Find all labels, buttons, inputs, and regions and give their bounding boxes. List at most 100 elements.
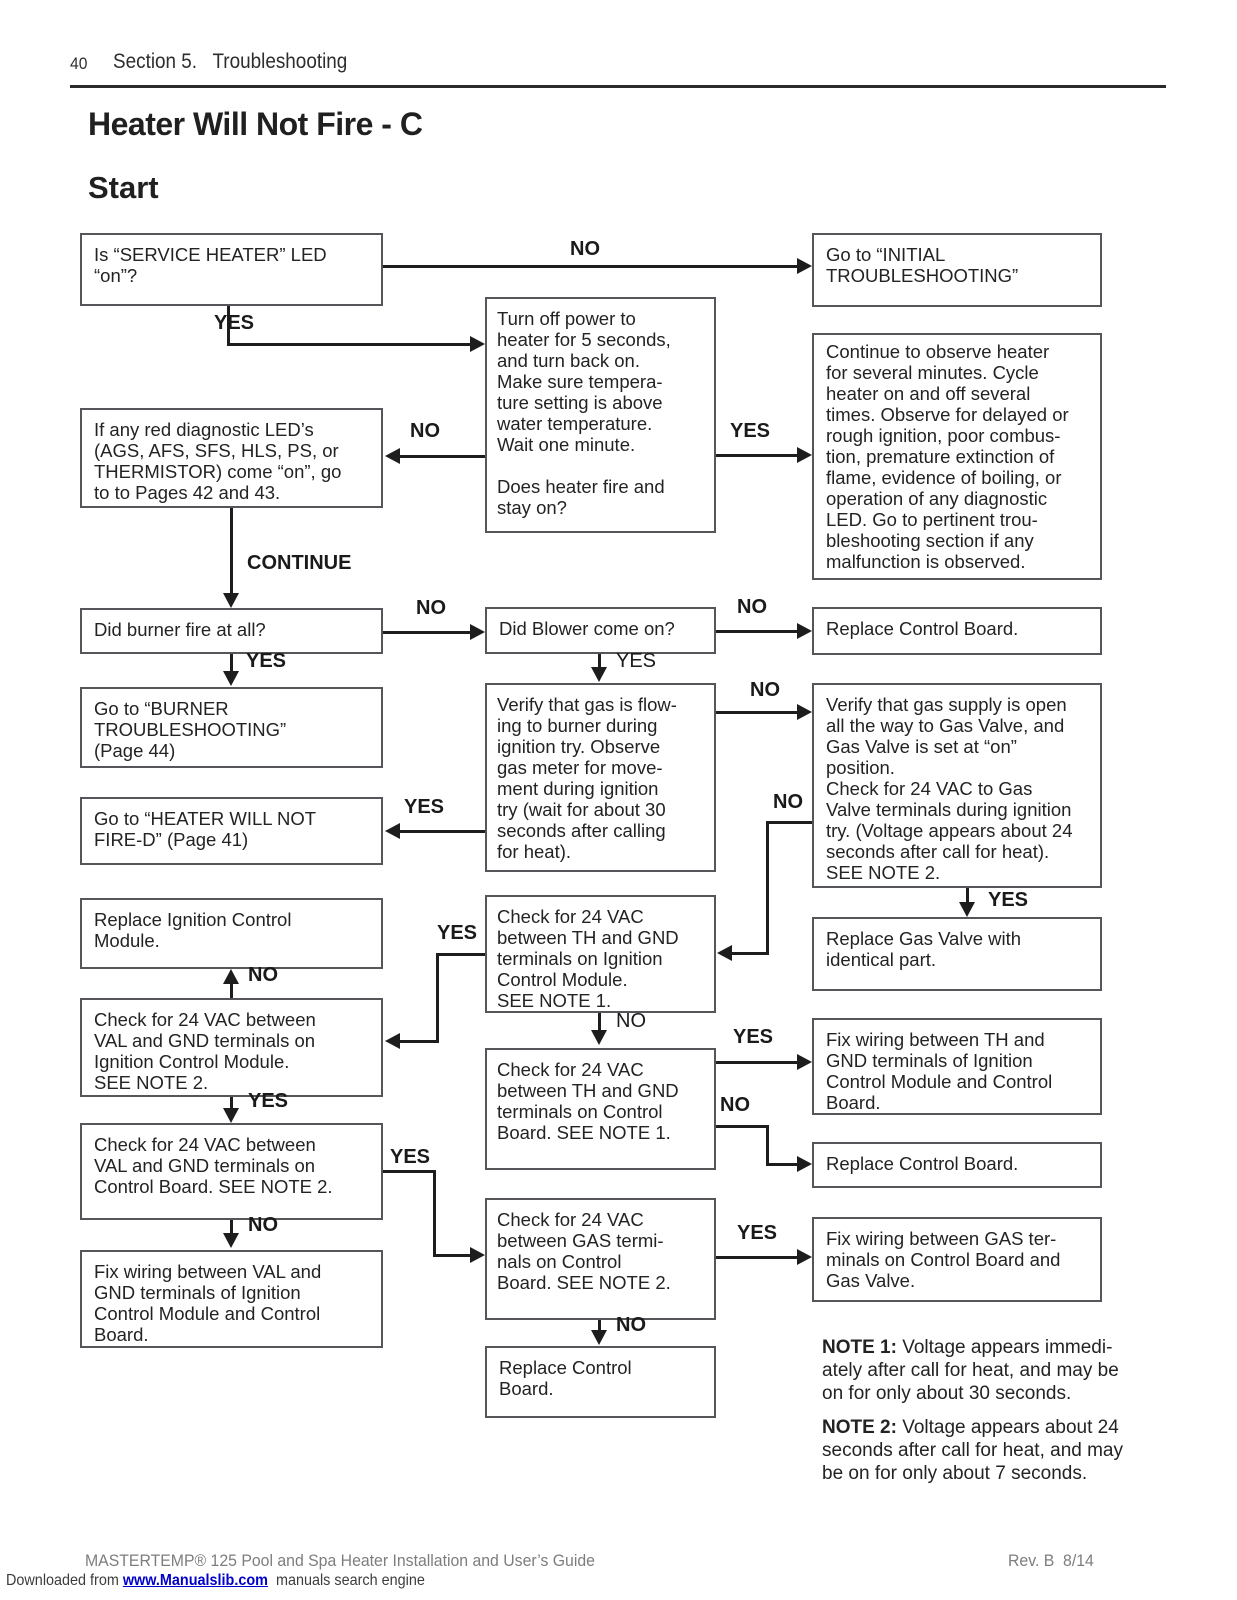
- flow-box-replace-control-board-3: Replace Control Board.: [485, 1346, 716, 1418]
- edge-label-no: NO: [248, 1214, 278, 1236]
- note-1-text: Voltage appears immedi- ately after call…: [822, 1337, 1119, 1404]
- flow-line: [227, 306, 230, 345]
- arrowhead-right-icon: [797, 447, 812, 463]
- edge-label-continue: CONTINUE: [247, 552, 352, 574]
- arrowhead-right-icon: [470, 336, 485, 352]
- flow-line: [732, 952, 769, 955]
- flow-line: [230, 1220, 233, 1234]
- flow-line: [383, 631, 470, 634]
- edge-label-no: NO: [616, 1314, 646, 1336]
- edge-label-no: NO: [720, 1094, 750, 1116]
- flow-box-did-burner-fire: Did burner fire at all?: [80, 608, 383, 654]
- flow-box-check-val-gnd-control-board: Check for 24 VAC between VAL and GND ter…: [80, 1123, 383, 1220]
- arrowhead-up-icon: [223, 969, 239, 984]
- downloaded-prefix: Downloaded from: [6, 1572, 123, 1589]
- flow-box-did-blower-come-on: Did Blower come on?: [485, 607, 716, 654]
- arrowhead-down-icon: [591, 1330, 607, 1345]
- arrowhead-right-icon: [470, 1247, 485, 1263]
- edge-label-yes: YES: [390, 1146, 431, 1168]
- downloaded-suffix: manuals search engine: [267, 1572, 425, 1589]
- flow-box-check-th-gnd-control-board: Check for 24 VAC between TH and GND term…: [485, 1048, 716, 1170]
- section-header: Section 5. Troubleshooting: [113, 50, 348, 73]
- flow-box-go-heater-will-not-fire-d: Go to “HEATER WILL NOT FIRE-D” (Page 41): [80, 797, 383, 865]
- flow-line: [383, 265, 797, 268]
- edge-label-no: NO: [416, 597, 446, 619]
- note-1-label: NOTE 1:: [822, 1337, 897, 1358]
- flow-box-power-cycle: Turn off power to heater for 5 seconds, …: [485, 297, 716, 533]
- flow-box-check-val-gnd-ignition-module: Check for 24 VAC between VAL and GND ter…: [80, 998, 383, 1097]
- arrowhead-right-icon: [470, 624, 485, 640]
- flow-line: [966, 888, 969, 903]
- arrowhead-right-icon: [797, 623, 812, 639]
- page-title: Heater Will Not Fire - C: [88, 106, 423, 142]
- arrowhead-right-icon: [797, 704, 812, 720]
- edge-label-yes: YES: [988, 889, 1029, 911]
- edge-label-no: NO: [570, 238, 600, 260]
- flow-line: [766, 1125, 769, 1166]
- edge-label-yes: YES: [733, 1026, 774, 1048]
- flow-box-replace-control-board-2: Replace Control Board.: [812, 1142, 1102, 1188]
- flow-line: [766, 821, 769, 955]
- arrowhead-right-icon: [797, 1054, 812, 1070]
- flow-line: [400, 455, 485, 458]
- footer-guide-title: MASTERTEMP® 125 Pool and Spa Heater Inst…: [85, 1551, 595, 1570]
- flow-line: [400, 830, 485, 833]
- note-2: NOTE 2: Voltage appears about 24 seconds…: [822, 1416, 1142, 1485]
- manualslib-link[interactable]: www.Manualslib.com: [122, 1572, 268, 1589]
- edge-label-no: NO: [410, 420, 440, 442]
- flow-line: [598, 654, 601, 668]
- flow-line: [716, 454, 797, 457]
- note-2-text: Voltage appears about 24 seconds after c…: [822, 1417, 1123, 1484]
- flow-box-continue-observe: Continue to observe heater for several m…: [812, 333, 1102, 580]
- flow-box-check-gas-terminals: Check for 24 VAC between GAS termi- nals…: [485, 1198, 716, 1320]
- edge-label-yes: YES: [437, 922, 478, 944]
- arrowhead-down-icon: [591, 1030, 607, 1045]
- flow-box-service-heater-led: Is “SERVICE HEATER” LED “on”?: [80, 233, 383, 306]
- flow-line: [230, 982, 233, 998]
- edge-label-yes: YES: [404, 796, 445, 818]
- edge-label-yes: YES: [246, 650, 287, 672]
- arrowhead-down-icon: [223, 1233, 239, 1248]
- edge-label-no: NO: [773, 791, 803, 813]
- flow-line: [230, 1097, 233, 1110]
- flow-line: [400, 1040, 436, 1043]
- flow-line: [716, 630, 797, 633]
- arrowhead-left-icon: [385, 1033, 400, 1049]
- flow-line: [433, 1170, 436, 1257]
- flow-line: [766, 1163, 797, 1166]
- flow-box-fix-wiring-gas: Fix wiring between GAS ter- minals on Co…: [812, 1217, 1102, 1302]
- flow-box-replace-ignition-control-module: Replace Ignition Control Module.: [80, 898, 383, 969]
- flow-box-go-burner-troubleshooting: Go to “BURNER TROUBLESHOOTING” (Page 44): [80, 687, 383, 768]
- flow-box-replace-control-board-1: Replace Control Board.: [812, 607, 1102, 655]
- flow-box-check-th-gnd-ignition-module: Check for 24 VAC between TH and GND term…: [485, 895, 716, 1013]
- flow-box-fix-wiring-th-gnd: Fix wiring between TH and GND terminals …: [812, 1018, 1102, 1115]
- footer-revision: Rev. B 8/14: [1008, 1551, 1094, 1570]
- flow-line: [716, 711, 797, 714]
- flow-box-verify-gas-flowing: Verify that gas is flow- ing to burner d…: [485, 683, 716, 872]
- note-2-label: NOTE 2:: [822, 1417, 897, 1438]
- edge-label-no: NO: [737, 596, 767, 618]
- edge-label-no: NO: [248, 964, 278, 986]
- flow-line: [230, 508, 233, 594]
- flow-line: [716, 1125, 769, 1128]
- note-1: NOTE 1: Voltage appears immedi- ately af…: [822, 1336, 1142, 1405]
- arrowhead-left-icon: [385, 823, 400, 839]
- arrowhead-right-icon: [797, 258, 812, 274]
- downloaded-from-line: Downloaded from www.Manualslib.com manua…: [6, 1572, 425, 1590]
- flow-line: [716, 1061, 797, 1064]
- flow-line: [598, 1320, 601, 1331]
- flow-line: [227, 343, 470, 346]
- arrowhead-down-icon: [591, 667, 607, 682]
- arrowhead-down-icon: [223, 593, 239, 608]
- flow-box-replace-gas-valve: Replace Gas Valve with identical part.: [812, 917, 1102, 991]
- start-heading: Start: [88, 170, 159, 205]
- edge-label-yes: YES: [616, 650, 657, 672]
- flow-line: [716, 1256, 797, 1259]
- flow-box-fix-wiring-val-gnd: Fix wiring between VAL and GND terminals…: [80, 1250, 383, 1348]
- arrowhead-down-icon: [959, 902, 975, 917]
- edge-label-no: NO: [750, 679, 780, 701]
- arrowhead-down-icon: [223, 671, 239, 686]
- flow-line: [436, 953, 485, 956]
- flow-box-go-initial-troubleshooting: Go to “INITIAL TROUBLESHOOTING”: [812, 233, 1102, 307]
